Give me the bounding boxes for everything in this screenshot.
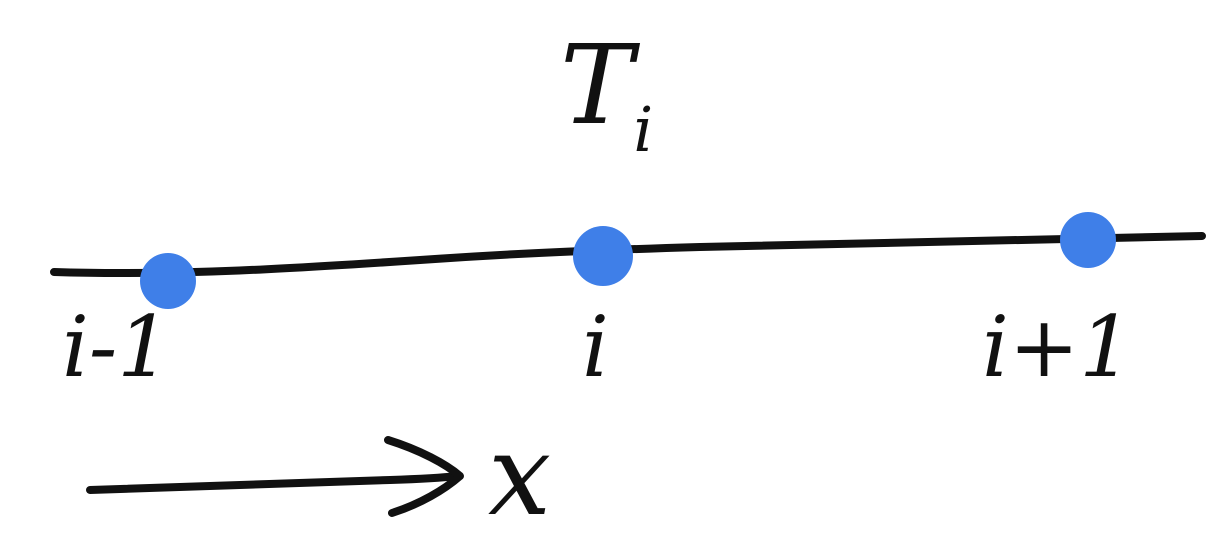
node-label-i-minus-1: i-1 bbox=[62, 298, 171, 396]
node-label-i-plus-1: i+1 bbox=[982, 298, 1133, 396]
node-i-marker bbox=[573, 226, 633, 286]
axis-label-x: x bbox=[488, 411, 552, 541]
axis-arrow-shaft bbox=[86, 472, 462, 494]
node-i-plus-1-marker bbox=[1060, 212, 1116, 268]
node-i-minus-1-marker bbox=[140, 253, 196, 309]
node-label-i: i bbox=[582, 298, 609, 396]
grid-cell-temperature-label: Ti bbox=[560, 21, 654, 166]
axis-arrow-head-icon bbox=[384, 436, 464, 517]
